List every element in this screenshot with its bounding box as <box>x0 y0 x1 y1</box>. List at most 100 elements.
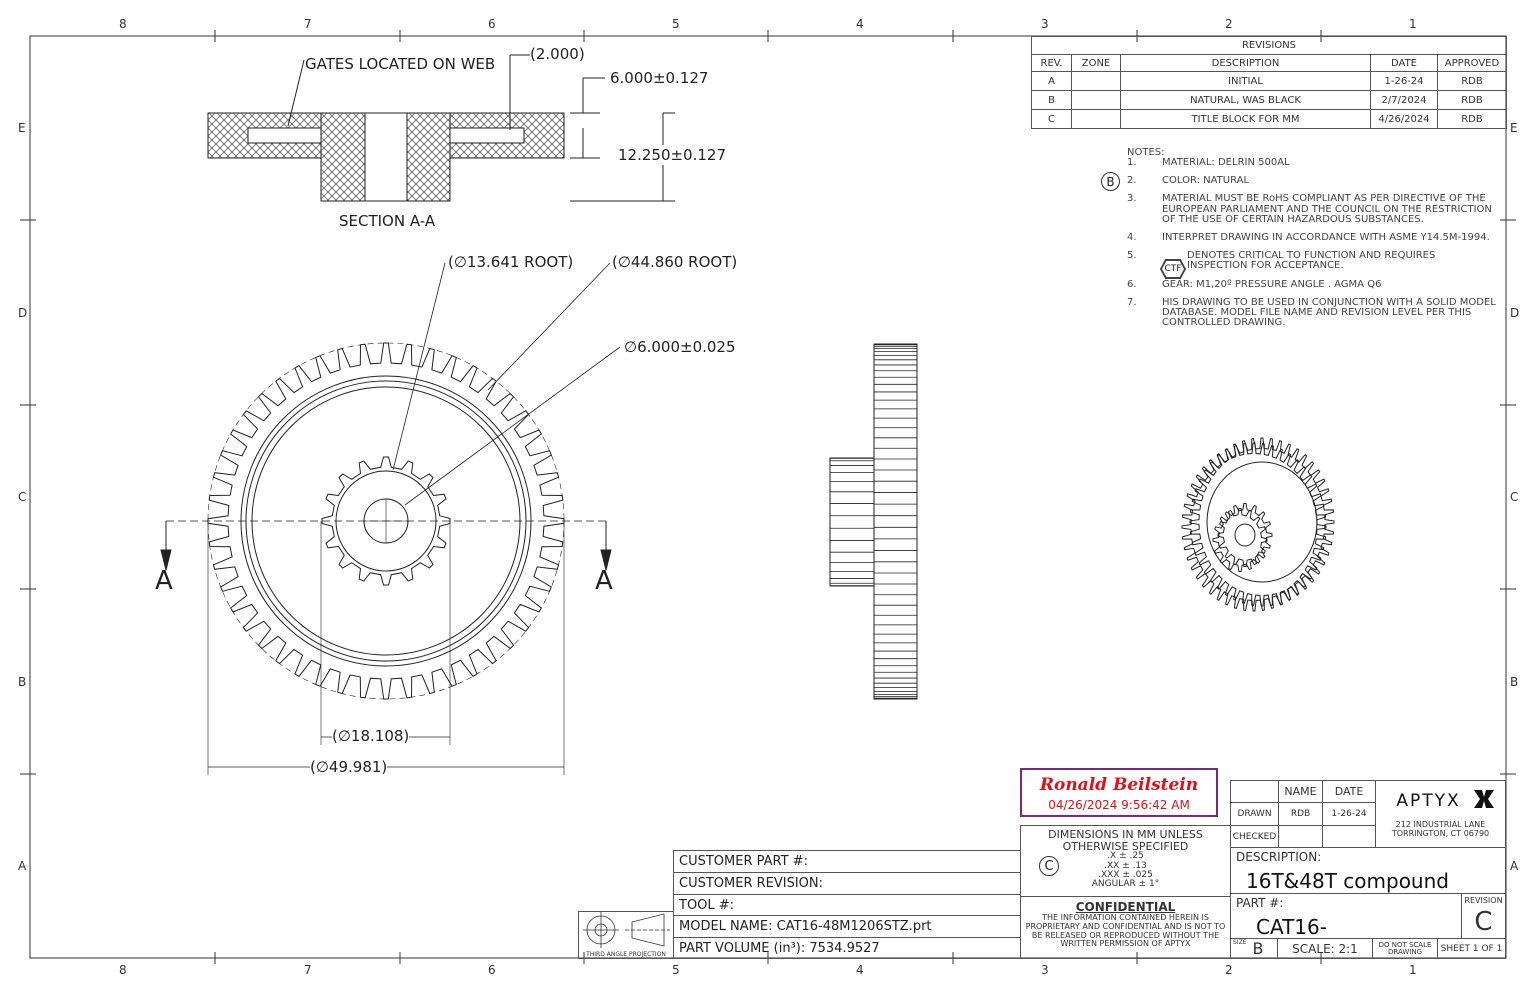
tool-number: TOOL #: <box>673 894 1021 916</box>
zone-column-label: 3 <box>1041 963 1049 977</box>
note-number: 4. <box>1127 231 1137 243</box>
revision-cell: NATURAL, WAS BLACK <box>1120 90 1371 110</box>
zone-column-label: 4 <box>856 963 864 977</box>
zone-column-label: 5 <box>672 963 680 977</box>
revision-cell <box>1071 71 1121 91</box>
dim-od-large: (∅49.981) <box>310 758 388 776</box>
zone-row-label: A <box>18 859 27 873</box>
size-label: SIZE <box>1233 939 1247 946</box>
revision-value: C <box>1474 907 1493 937</box>
revision-cell: TITLE BLOCK FOR MM <box>1120 109 1371 129</box>
note-item: 5.DENOTES CRITICAL TO FUNCTION AND REQUI… <box>1127 250 1497 271</box>
zone-column-label: 6 <box>488 963 496 977</box>
dim-root-large: (∅44.860 ROOT) <box>612 253 738 271</box>
company-address1: 212 INDUSTRIAL LANE <box>1395 820 1486 829</box>
note-item: 2.COLOR: NATURAL <box>1127 175 1497 187</box>
tb-drawn-name: RDB <box>1278 802 1323 826</box>
revision-cell: 1-26-24 <box>1370 71 1438 91</box>
note-number: 3. <box>1127 193 1137 205</box>
zone-row-label: D <box>1510 306 1520 320</box>
confidential-text: THE INFORMATION CONTAINED HEREIN IS PROP… <box>1025 913 1226 949</box>
description-label: DESCRIPTION: <box>1236 850 1322 864</box>
revision-cell: RDB <box>1437 90 1507 110</box>
note-number: 5. <box>1127 250 1137 262</box>
revisions-header: DESCRIPTION <box>1120 54 1371 72</box>
zone-row-label: C <box>1510 490 1519 504</box>
zone-column-label: 7 <box>304 963 312 977</box>
note-text: INTERPRET DRAWING IN ACCORDANCE WITH ASM… <box>1162 231 1490 243</box>
tb-checked-date <box>1322 825 1376 848</box>
zone-column-label: 5 <box>672 17 680 31</box>
company-logo-text: APTYX <box>1396 791 1461 811</box>
note-item: 3. MATERIAL MUST BE RoHS COMPLIANT AS PER… <box>1127 194 1497 225</box>
notes-title: NOTES: <box>1127 147 1165 158</box>
part-number-block: PART #: CAT16-48M1206STZ <box>1230 893 1462 939</box>
revision-cell: INITIAL <box>1120 71 1371 91</box>
confidential-block: CONFIDENTIAL THE INFORMATION CONTAINED H… <box>1020 896 1231 959</box>
tolerance-line2: OTHERWISE SPECIFIED <box>1062 839 1189 853</box>
revision-cell: RDB <box>1437 109 1507 129</box>
model-name: MODEL NAME: CAT16-48M1206STZ.prt <box>673 915 1021 938</box>
isometric-view-gear <box>1181 437 1335 612</box>
zone-column-label: 6 <box>488 17 496 31</box>
revision-cell: 2/7/2024 <box>1370 90 1438 110</box>
projection-symbol <box>583 912 670 948</box>
section-view <box>207 54 675 202</box>
zone-column-label: 1 <box>1409 963 1417 977</box>
dim-od-small-value: ∅18.108 <box>337 727 404 745</box>
zone-column-label: 7 <box>304 17 312 31</box>
scale: SCALE: 2:1 <box>1277 938 1373 959</box>
cut-label-left: A <box>155 566 173 596</box>
dim-thickness: 6.000±0.127 <box>610 69 709 87</box>
dim-ref-value: 2.000 <box>535 45 579 63</box>
zone-column-label: 2 <box>1225 17 1233 31</box>
part-number-label: PART #: <box>1236 896 1284 910</box>
zone-row-label: D <box>18 306 28 320</box>
tb-name-header: NAME <box>1278 780 1323 803</box>
sheet-number: SHEET 1 OF 1 <box>1437 938 1506 959</box>
note-item: 6. GEAR: M1,20º PRESSURE ANGLE . AGMA Q6 <box>1127 278 1497 290</box>
zone-row-label: A <box>1510 859 1519 873</box>
zone-column-label: 2 <box>1225 963 1233 977</box>
dim-height: 12.250±0.127 <box>618 146 726 164</box>
note-item: 7.HIS DRAWING TO BE USED IN CONJUNCTION … <box>1127 297 1497 329</box>
note-number: 6. <box>1127 278 1137 290</box>
revision-block: REVISION C <box>1461 893 1506 939</box>
tb-date-header: DATE <box>1322 780 1376 803</box>
revision-cell: C <box>1031 109 1072 129</box>
tolerance-angular: ANGULAR ± 1° <box>1091 879 1160 890</box>
revisions-header: DATE <box>1370 54 1438 72</box>
note-text: COLOR: NATURAL <box>1162 175 1250 187</box>
signature-timestamp: 04/26/2024 9:56:42 AM <box>1048 798 1190 812</box>
rev-b-marker: B <box>1101 172 1120 191</box>
aptyx-logo-mark <box>1474 790 1494 808</box>
dim-root-small: (∅13.641 ROOT) <box>448 253 574 271</box>
revision-cell: B <box>1031 90 1072 110</box>
section-title: SECTION A-A <box>339 212 436 230</box>
note-text: GEAR: M1,20º PRESSURE ANGLE . AGMA Q6 <box>1162 278 1382 290</box>
zone-column-label: 4 <box>856 17 864 31</box>
zone-column-label: 8 <box>119 17 127 31</box>
revision-cell: 4/26/2024 <box>1370 109 1438 129</box>
confidential-title: CONFIDENTIAL <box>1075 900 1176 914</box>
revision-label: REVISION <box>1464 896 1503 905</box>
zone-column-label: 8 <box>119 963 127 977</box>
signature-name: Ronald Beilstein <box>1039 775 1199 795</box>
zone-column-label: 1 <box>1409 17 1417 31</box>
dim-bore: ∅6.000±0.025 <box>624 338 736 356</box>
revision-cell <box>1071 90 1121 110</box>
dim-od-small: (∅18.108) <box>332 727 410 745</box>
rev-c-marker: C <box>1039 856 1059 876</box>
tb-checked-label: CHECKED <box>1230 825 1279 848</box>
revisions-header: REV. <box>1031 54 1072 72</box>
note-text: MATERIAL MUST BE RoHS COMPLIANT AS PER D… <box>1162 193 1492 225</box>
signature-stamp: Ronald Beilstein 04/26/2024 9:56:42 AM <box>1020 768 1218 817</box>
cut-label-right: A <box>595 566 613 596</box>
note-item: 4. INTERPRET DRAWING IN ACCORDANCE WITH A… <box>1127 231 1497 243</box>
part-volume: PART VOLUME (in³): 7534.9527 <box>673 937 1021 959</box>
customer-part: CUSTOMER PART #: <box>673 850 1021 873</box>
customer-revision: CUSTOMER REVISION: <box>673 872 1021 895</box>
